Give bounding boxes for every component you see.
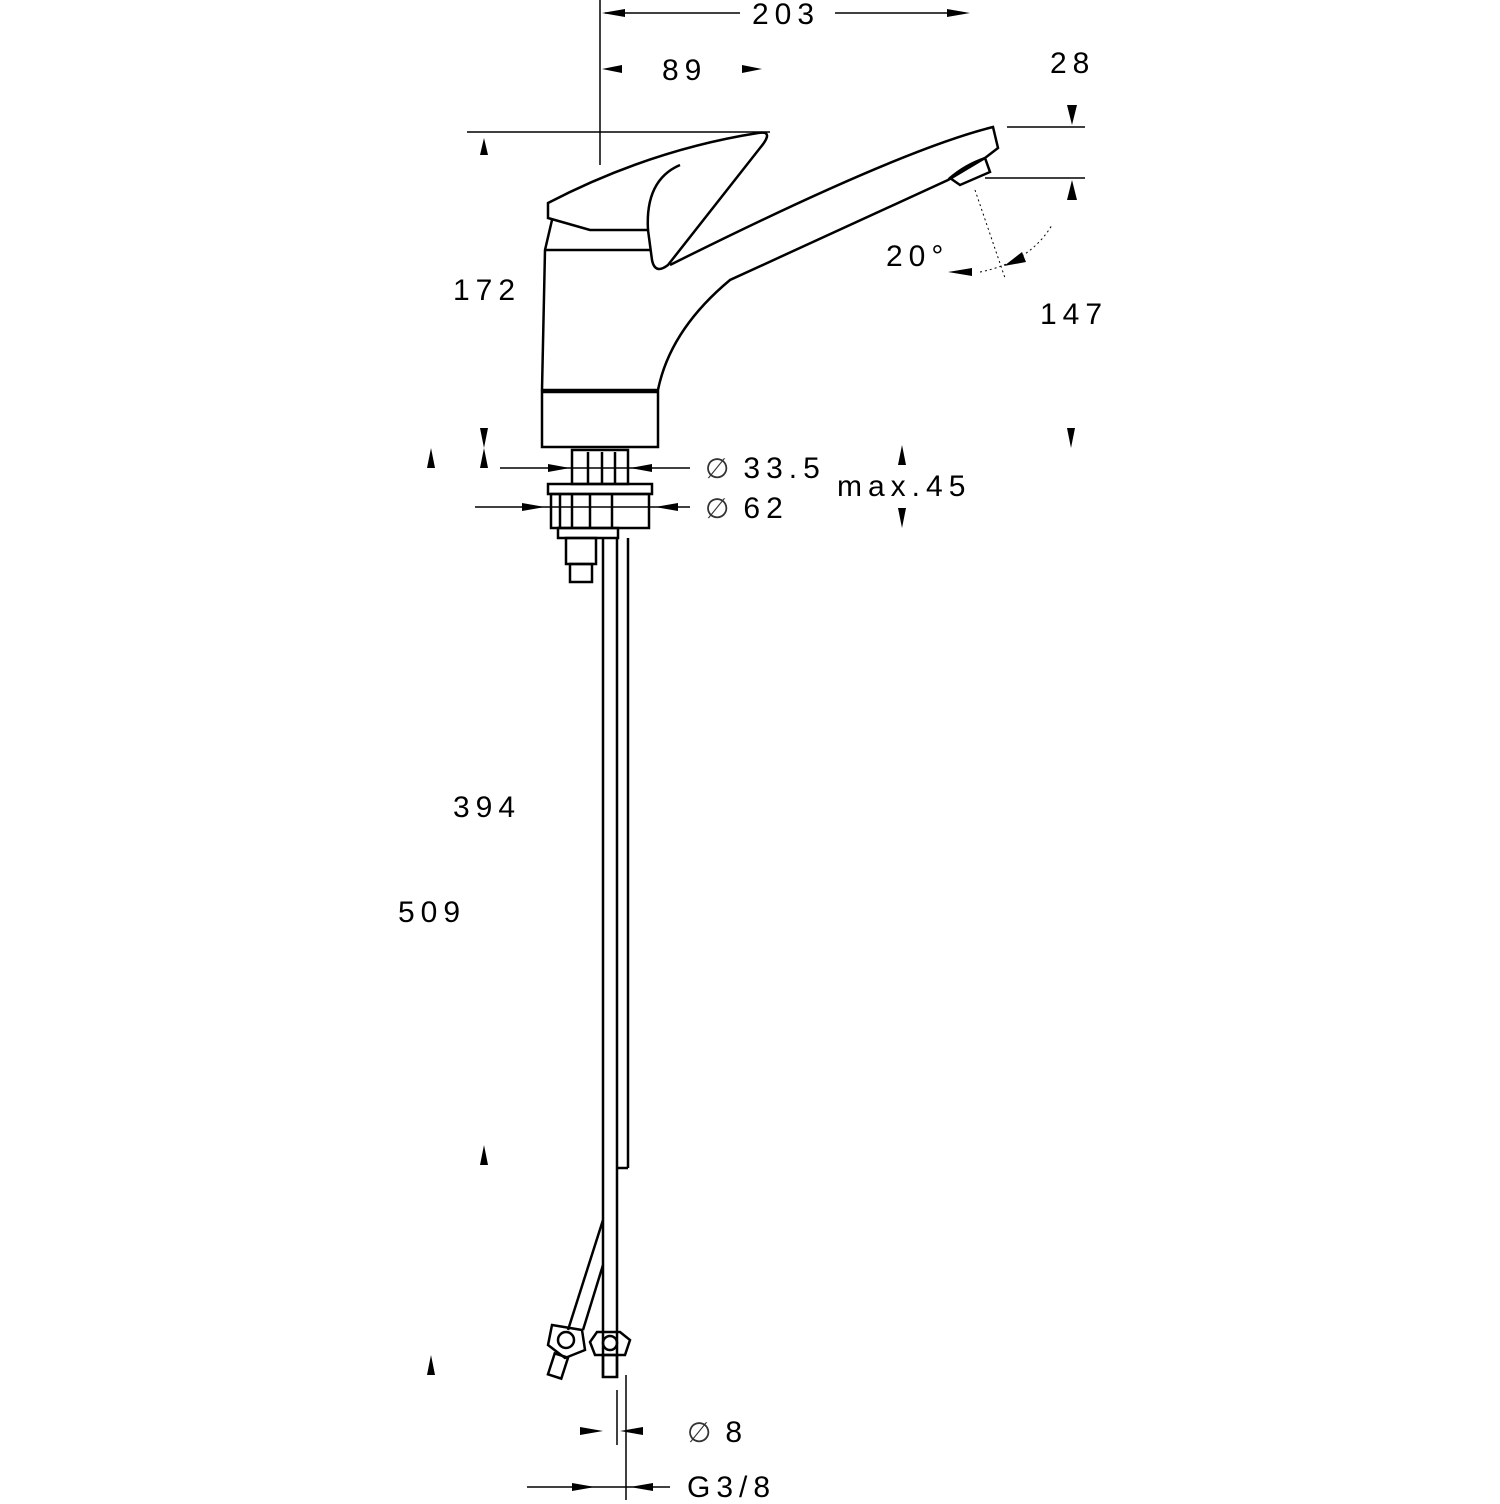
diameter-icon: ∅	[705, 453, 730, 484]
dimension-spout-tip-height: 28	[1050, 47, 1096, 80]
dimension-overall-hose-length: 509	[398, 896, 467, 929]
base-diameter-value: 62	[743, 492, 789, 525]
dimension-flex-hose-length: 394	[453, 791, 522, 824]
dimension-shank-diameter: ∅ 33.5	[705, 454, 826, 484]
dimension-connection-thread: G3/8	[687, 1471, 777, 1504]
dimension-lever-reach: 89	[662, 54, 708, 87]
diameter-icon: ∅	[687, 1417, 712, 1448]
dimension-overall-reach: 203	[752, 0, 821, 31]
hose-diameter-value: 8	[725, 1416, 749, 1449]
faucet-body	[540, 125, 1000, 1381]
dimension-spout-outlet-height: 147	[1040, 298, 1109, 331]
dimension-base-diameter: ∅ 62	[705, 494, 789, 524]
shank-diameter-value: 33.5	[743, 452, 826, 485]
dimension-hose-diameter: ∅8	[687, 1418, 748, 1448]
diameter-icon: ∅	[705, 493, 730, 524]
dimension-spout-angle: 20°	[886, 240, 950, 273]
dimension-max-deck-thickness: max.45	[837, 470, 972, 503]
dimension-lever-height: 172	[453, 274, 522, 307]
dimension-lines	[427, 0, 1085, 1500]
